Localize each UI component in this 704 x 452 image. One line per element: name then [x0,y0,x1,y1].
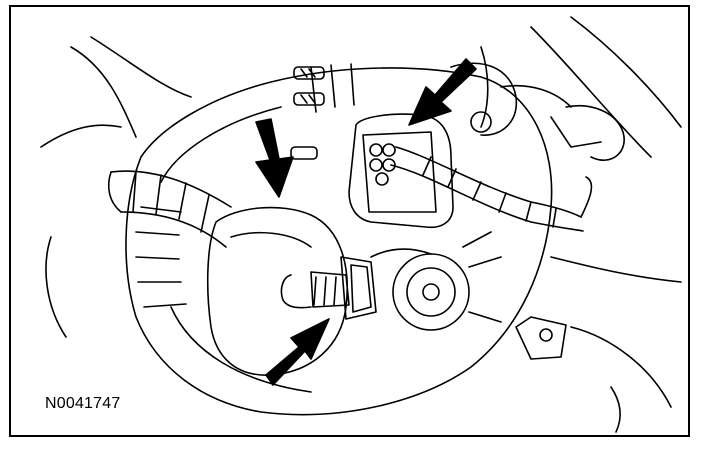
arrow-indicator-connector [408,58,477,126]
terminal-boot [206,206,349,376]
pulley-hub [370,231,502,331]
mounting-bracket [450,62,567,360]
terminal-stud-nut [280,256,377,320]
connector-harness [390,146,593,232]
diagram-frame: N0041747 [9,5,690,437]
battery-cable [107,170,232,248]
regulator-connector [348,113,454,229]
arrow-indicator-boot [255,118,294,198]
figure-id-label: N0041747 [45,395,121,412]
arrow-indicator-nut [265,318,330,386]
alternator-illustration [40,16,682,433]
engine-background-lines [40,16,682,433]
alternator-housing [125,63,553,416]
